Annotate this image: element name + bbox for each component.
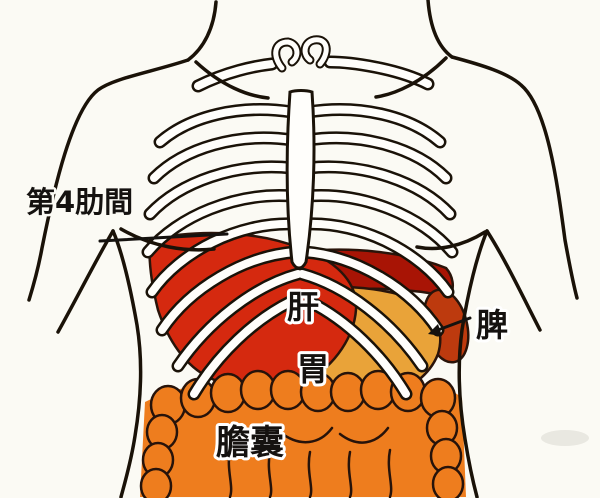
- torso-right: [457, 229, 489, 498]
- shoulder-arm-right: [450, 55, 579, 300]
- collar-left: [194, 60, 270, 100]
- intestines: [139, 369, 466, 498]
- body-outline: [27, 0, 579, 498]
- neck-left: [186, 0, 218, 62]
- pec-line-left: [119, 227, 216, 252]
- sternum: [285, 89, 316, 270]
- watermark-smudge: [541, 430, 589, 446]
- spleen-arrow: [428, 316, 472, 336]
- intestine-base: [140, 384, 466, 497]
- pec-line-right: [415, 230, 487, 251]
- spleen-label: 脾: [476, 306, 508, 344]
- gallbladder-label: 膽囊: [216, 423, 284, 463]
- ribcage: [148, 40, 452, 394]
- neck-right: [426, 0, 454, 59]
- shoulder-arm-left: [27, 58, 190, 302]
- stomach-label: 胃: [297, 350, 329, 388]
- intercostal-label: 第4肋間: [26, 185, 133, 219]
- torso-left: [111, 229, 143, 498]
- small-intestine-lines: [218, 424, 393, 498]
- inner-arm-right: [485, 229, 542, 332]
- collar-right: [374, 56, 448, 99]
- intercostal-leader-line: [98, 232, 229, 243]
- liver-label: 肝: [287, 288, 319, 326]
